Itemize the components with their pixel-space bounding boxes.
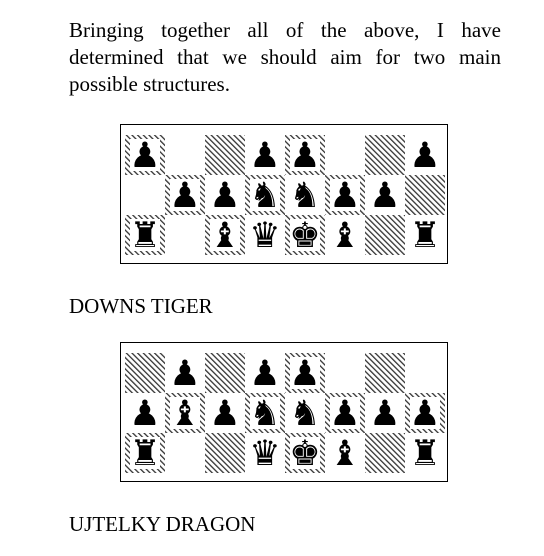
black-bishop-icon: ♝ <box>329 434 360 474</box>
dark-square <box>205 353 245 393</box>
black-pawn-icon: ♟ <box>409 136 440 176</box>
piece-backing <box>330 179 360 211</box>
black-pawn-icon: ♟ <box>409 394 440 434</box>
black-rook-icon: ♜ <box>129 434 160 474</box>
dark-square <box>365 433 405 473</box>
piece-backing <box>170 397 200 429</box>
diagram-caption-ujtelky-dragon: UJTELKY DRAGON <box>69 512 256 536</box>
black-knight-icon: ♞ <box>249 176 280 216</box>
black-queen-icon: ♛ <box>249 216 280 256</box>
black-pawn-icon: ♟ <box>249 136 280 176</box>
dark-square <box>365 135 405 175</box>
piece-backing <box>290 139 320 171</box>
black-bishop-icon: ♝ <box>169 394 200 434</box>
black-pawn-icon: ♟ <box>329 176 360 216</box>
piece-backing <box>290 437 320 469</box>
chess-board-svg: ♟♟♟♟♝♟♞♞♟♟♟♜♛♚♝♜ <box>125 353 445 474</box>
piece-backing <box>130 437 160 469</box>
dark-square <box>365 353 405 393</box>
black-rook-icon: ♜ <box>129 216 160 256</box>
piece-backing <box>130 219 160 251</box>
black-rook-icon: ♜ <box>409 434 440 474</box>
black-bishop-icon: ♝ <box>329 216 360 256</box>
black-bishop-icon: ♝ <box>209 216 240 256</box>
piece-backing <box>330 397 360 429</box>
piece-backing <box>290 219 320 251</box>
black-pawn-icon: ♟ <box>369 176 400 216</box>
black-pawn-icon: ♟ <box>209 394 240 434</box>
dark-square <box>405 175 445 215</box>
dark-square <box>205 135 245 175</box>
black-pawn-icon: ♟ <box>329 394 360 434</box>
black-pawn-icon: ♟ <box>169 354 200 394</box>
black-king-icon: ♚ <box>289 216 320 256</box>
piece-backing <box>410 397 440 429</box>
dark-square <box>205 433 245 473</box>
black-pawn-icon: ♟ <box>169 176 200 216</box>
dark-square <box>365 215 405 255</box>
piece-backing <box>290 357 320 389</box>
black-pawn-icon: ♟ <box>129 394 160 434</box>
black-pawn-icon: ♟ <box>129 136 160 176</box>
chess-board-svg: ♟♟♟♟♟♟♞♞♟♟♜♝♛♚♝♜ <box>125 135 445 256</box>
black-pawn-icon: ♟ <box>209 176 240 216</box>
chess-diagram-downs-tiger: ♟♟♟♟♟♟♞♞♟♟♜♝♛♚♝♜ <box>120 124 448 264</box>
piece-backing <box>250 397 280 429</box>
dark-square <box>125 353 165 393</box>
black-knight-icon: ♞ <box>249 394 280 434</box>
black-pawn-icon: ♟ <box>289 136 320 176</box>
black-pawn-icon: ♟ <box>249 354 280 394</box>
diagram-caption-downs-tiger: DOWNS TIGER <box>69 294 213 318</box>
black-queen-icon: ♛ <box>249 434 280 474</box>
black-king-icon: ♚ <box>289 434 320 474</box>
chess-diagram-ujtelky-dragon: ♟♟♟♟♝♟♞♞♟♟♟♜♛♚♝♜ <box>120 342 448 482</box>
piece-backing <box>210 219 240 251</box>
black-knight-icon: ♞ <box>289 176 320 216</box>
black-rook-icon: ♜ <box>409 216 440 256</box>
black-pawn-icon: ♟ <box>289 354 320 394</box>
piece-backing <box>170 179 200 211</box>
black-pawn-icon: ♟ <box>369 394 400 434</box>
black-knight-icon: ♞ <box>289 394 320 434</box>
intro-paragraph: Bringing together all of the above, I ha… <box>69 18 501 96</box>
piece-backing <box>130 139 160 171</box>
piece-backing <box>250 179 280 211</box>
